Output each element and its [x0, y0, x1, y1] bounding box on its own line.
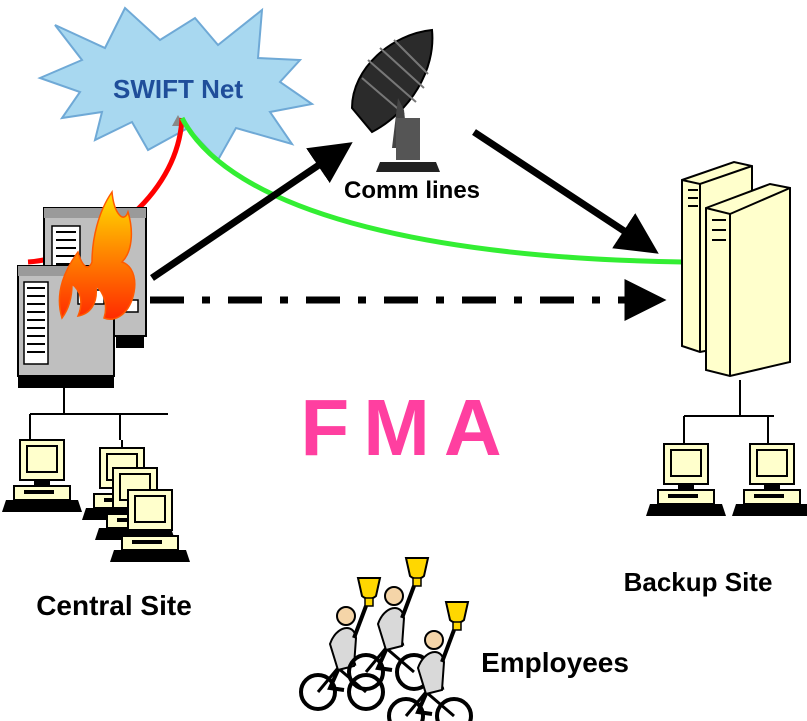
comm-line-arrow-down [472, 129, 659, 254]
green-link-line [179, 116, 684, 265]
central-lan-wires [29, 388, 168, 490]
employees-label: Employees [481, 647, 629, 678]
central-site-label: Central Site [36, 590, 192, 621]
fire-icon [58, 189, 136, 320]
desktop-computer-icon [731, 443, 807, 517]
fma-title: FMA [300, 383, 515, 472]
swift-net-label: SWIFT Net [113, 74, 243, 104]
server-tower-icon [705, 182, 791, 378]
desktop-computer-icon [1, 439, 83, 513]
satellite-dish-icon [350, 28, 440, 172]
comm-line-arrow-up [150, 142, 353, 281]
backup-site-label: Backup Site [624, 567, 773, 597]
starburst-cloud-icon [37, 6, 315, 162]
central-site-servers [17, 189, 147, 388]
employees-cyclists [299, 556, 473, 721]
backup-lan-wires [683, 380, 774, 444]
swift-net-cloud: SWIFT Net [37, 6, 315, 162]
comm-lines-label: Comm lines [344, 177, 480, 204]
desktop-computer-icon [645, 443, 727, 517]
backup-site-servers [681, 160, 791, 378]
